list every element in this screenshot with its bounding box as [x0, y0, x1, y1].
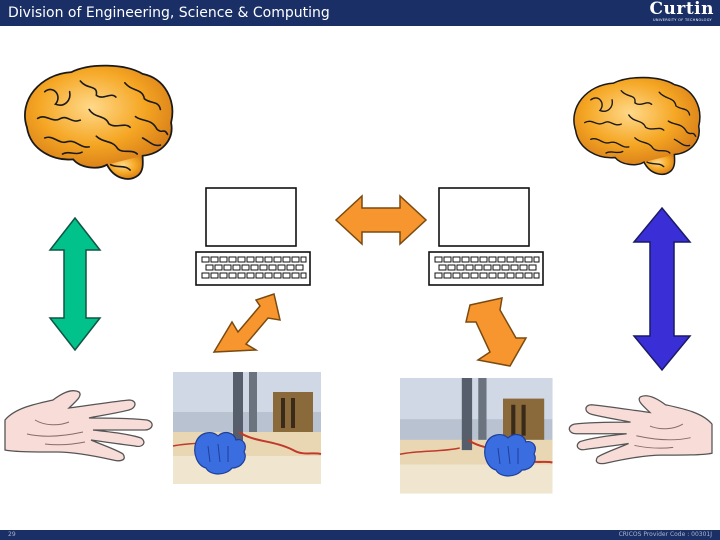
robot-hand-photo-left	[172, 371, 322, 485]
computer-terminal-right	[428, 187, 544, 286]
right-robot-link-arrow	[465, 297, 528, 367]
logo-text: Curtin	[649, 0, 714, 19]
footer-bar: 29 CRICOS Provider Code : 00301J	[0, 530, 720, 540]
human-hand-right	[568, 395, 713, 465]
blue-double-arrow	[632, 206, 692, 372]
header-bar: Division of Engineering, Science & Compu…	[0, 0, 720, 26]
brain-icon-right	[573, 76, 701, 176]
teal-double-arrow	[48, 216, 102, 352]
network-double-arrow	[334, 194, 428, 246]
computer-terminal-left	[195, 187, 311, 286]
human-hand-left	[4, 390, 153, 462]
robot-hand-photo-right	[398, 376, 554, 495]
logo-subtext: UNIVERSITY OF TECHNOLOGY	[652, 18, 712, 22]
cricos-code: CRICOS Provider Code : 00301J	[618, 531, 712, 538]
curtin-logo: Curtin UNIVERSITY OF TECHNOLOGY	[630, 0, 714, 25]
division-title: Division of Engineering, Science & Compu…	[8, 5, 330, 21]
page-number: 29	[8, 531, 16, 538]
brain-icon-left	[24, 64, 174, 180]
left-robot-link-arrow	[212, 293, 281, 353]
